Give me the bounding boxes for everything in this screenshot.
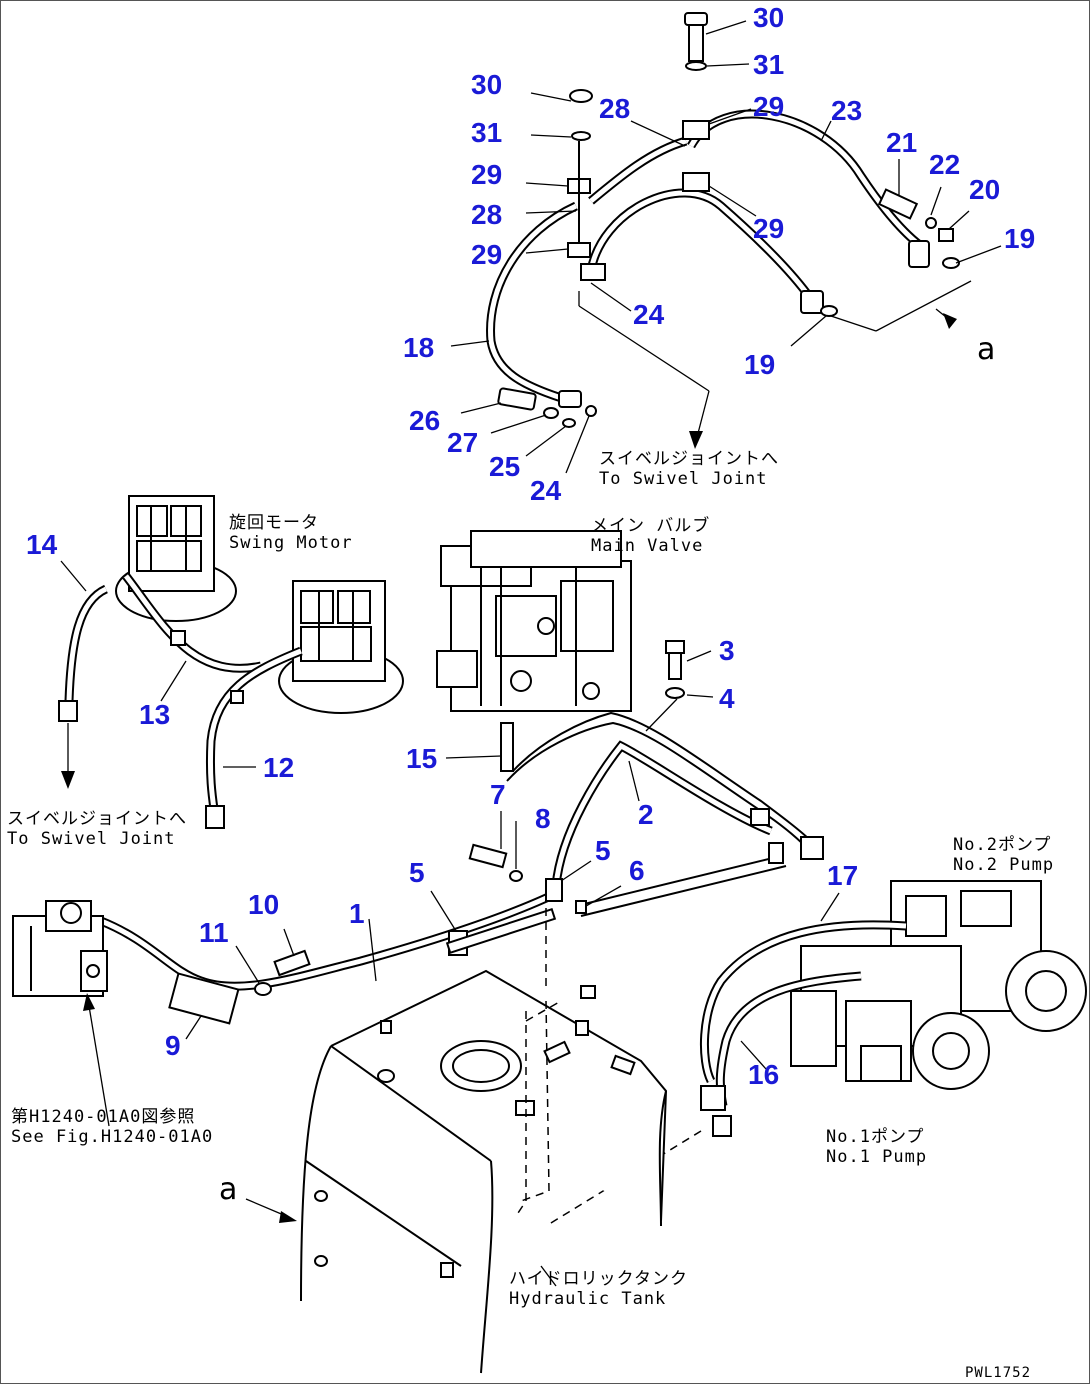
figure-reference-caption: 第H1240-01A0図参照 See Fig.H1240-01A0 [11, 1107, 214, 1148]
part-number-19: 19 [744, 349, 776, 380]
part-number-14: 14 [26, 529, 58, 560]
part-number-16: 16 [748, 1059, 780, 1090]
hydraulic-tank [245, 901, 668, 1374]
part-number-29: 29 [753, 213, 785, 244]
part-number-5: 5 [409, 857, 425, 888]
part-number-5: 5 [595, 835, 611, 866]
view-reference-a-bottom: a [219, 1172, 238, 1207]
part-number-29: 29 [471, 159, 503, 190]
part-number-31: 31 [471, 117, 503, 148]
part-number-3: 3 [719, 635, 735, 666]
part-number-27: 27 [447, 427, 479, 458]
part-number-28: 28 [471, 199, 503, 230]
part-number-29: 29 [471, 239, 503, 270]
part-number-28: 28 [599, 93, 631, 124]
part-number-24: 24 [633, 299, 665, 330]
part-number-31: 31 [753, 49, 785, 80]
part-number-20: 20 [969, 174, 1001, 205]
part-number-10: 10 [248, 889, 280, 920]
pump-1-caption: No.1ポンプ No.1 Pump [826, 1127, 928, 1168]
part-number-15: 15 [406, 743, 438, 774]
swivel-joint-caption-left: スイベルジョイントへ To Swivel Joint [7, 809, 187, 850]
part-number-21: 21 [886, 127, 918, 158]
part-number-24: 24 [530, 475, 562, 506]
swivel-joint-caption-top: スイベルジョイントへ To Swivel Joint [599, 449, 779, 490]
part-number-18: 18 [403, 332, 435, 363]
pump-2-caption: No.2ポンプ No.2 Pump [953, 835, 1055, 876]
part-number-19: 19 [1004, 223, 1036, 254]
part-number-30: 30 [471, 69, 503, 100]
part-number-11: 11 [199, 917, 229, 948]
part-number-13: 13 [139, 699, 171, 730]
hydraulic-tank-caption: ハイドロリックタンク Hydraulic Tank [509, 1269, 688, 1310]
part-number-26: 26 [409, 405, 441, 436]
swing-motor-caption: 旋回モータ Swing Motor [229, 513, 353, 554]
part-number-1: 1 [349, 898, 365, 929]
part-number-25: 25 [489, 451, 521, 482]
part-number-8: 8 [535, 803, 551, 834]
swing-motor-assembly [58, 495, 404, 829]
part-number-12: 12 [263, 752, 295, 783]
part-number-29: 29 [753, 91, 785, 122]
part-number-9: 9 [165, 1030, 181, 1061]
part-number-17: 17 [827, 860, 859, 891]
part-number-6: 6 [629, 855, 645, 886]
part-number-4: 4 [719, 683, 735, 714]
part-number-30: 30 [753, 2, 785, 33]
main-valve [436, 530, 632, 772]
top-hose-assembly [450, 12, 1002, 474]
part-number-23: 23 [831, 95, 863, 126]
part-number-22: 22 [929, 149, 961, 180]
middle-pipe-assembly [12, 640, 824, 1127]
main-valve-caption: メイン バルブ Main Valve [591, 516, 711, 557]
drawing-code: PWL1752 [965, 1365, 1032, 1381]
part-number-2: 2 [638, 799, 654, 830]
pump-assembly [545, 880, 1087, 1227]
part-number-7: 7 [490, 779, 506, 810]
view-reference-a-top: a [977, 332, 996, 367]
